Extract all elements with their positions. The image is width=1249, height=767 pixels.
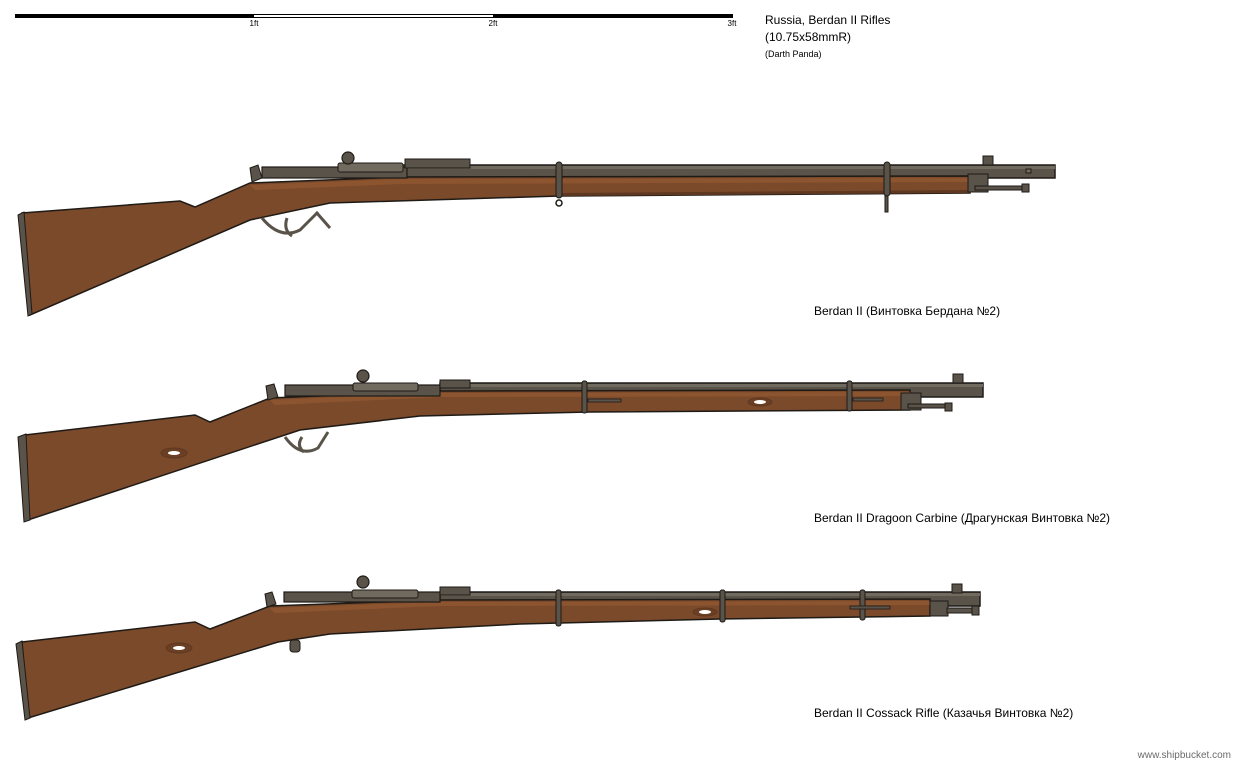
scale-segment-1 [15,14,254,18]
scale-segment-3 [493,14,733,18]
author-credit: (Darth Panda) [765,49,822,59]
rifle-label-cossack-rifle: Berdan II Cossack Rifle (Казачья Винтовк… [814,706,1074,720]
scale-bar [15,14,733,18]
rifle-drawing-cossack-rifle [15,575,981,721]
scale-tick-1ft: 1ft [249,19,259,28]
rifle-label-berdan-ii: Berdan II (Винтовка Бердана №2) [814,304,1001,318]
scale-tick-2ft: 2ft [488,19,498,28]
scale-tick-3ft: 3ft [727,19,737,28]
sheet-title: Russia, Berdan II Rifles [765,13,891,27]
rifle-drawing-berdan-ii [17,151,1056,317]
scale-segment-2 [254,14,493,18]
caliber-label: (10.75x58mmR) [765,30,852,44]
watermark-link[interactable]: www.shipbucket.com [1137,750,1231,761]
rifle-drawing-dragoon-carbine [17,369,984,523]
rifle-label-dragoon-carbine: Berdan II Dragoon Carbine (Драгунская Ви… [814,511,1111,525]
